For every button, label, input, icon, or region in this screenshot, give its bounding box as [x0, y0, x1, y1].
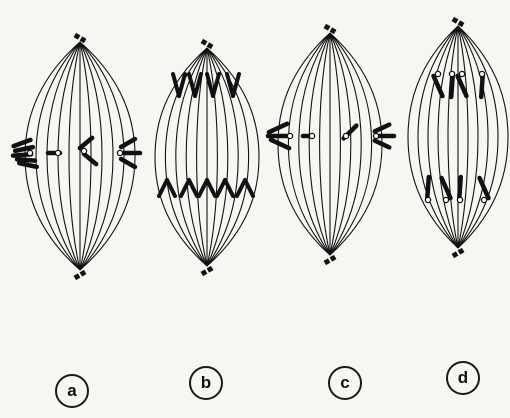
spindle-b — [155, 39, 259, 276]
chromosome-lower-2-arm-1 — [199, 180, 207, 196]
chromosome-lower-2-arm-2 — [207, 180, 215, 196]
centriole-block — [452, 17, 459, 24]
chromosome-arm — [19, 163, 37, 167]
centromere — [55, 150, 60, 155]
pole-top-centriole — [452, 17, 465, 27]
spindle-fiber — [458, 26, 488, 248]
chromosome-lower-1-arm-2 — [189, 180, 197, 196]
spindle-fiber — [458, 26, 468, 248]
spindle-fiber — [207, 48, 238, 266]
chromosome-arm — [271, 140, 289, 148]
chromosome-arm — [269, 124, 287, 132]
chromosome-lower — [459, 177, 461, 199]
chromosome-upper-2-arm-2 — [213, 74, 219, 96]
centriole-block — [207, 266, 214, 273]
spindle-fiber — [278, 33, 330, 255]
centriole-block — [80, 270, 87, 277]
spindle-fiber — [47, 42, 80, 270]
spindle-fiber — [299, 33, 330, 255]
spindle-fiber — [207, 48, 259, 266]
centromere — [449, 71, 454, 76]
spindle-fiber — [320, 33, 330, 255]
chromosome-lower-4-arm-1 — [237, 180, 245, 196]
centromere — [309, 133, 314, 138]
chromosome-arm — [14, 140, 31, 146]
chromosome — [84, 154, 96, 164]
centromere — [287, 133, 292, 138]
centriole-block — [201, 39, 208, 46]
chromosome-lower-3-arm-1 — [217, 180, 225, 196]
spindle-fiber — [448, 26, 458, 248]
spindle-fiber — [69, 42, 80, 270]
centriole-block — [201, 269, 208, 276]
centriole-block — [74, 273, 81, 280]
pole-top-centriole — [324, 24, 337, 34]
spindle-fiber — [330, 33, 361, 255]
chromosome-upper — [481, 75, 483, 97]
centromere — [479, 71, 484, 76]
centriole-block — [324, 24, 331, 31]
centromere — [457, 197, 462, 202]
spindle-a — [13, 33, 140, 280]
spindle-fiber — [330, 33, 340, 255]
spindle-fiber — [408, 26, 458, 248]
chromosome-lower — [427, 177, 429, 199]
centromere — [27, 150, 32, 155]
centromere — [81, 148, 86, 153]
centromere — [117, 150, 122, 155]
chromosome-arm — [121, 159, 135, 167]
centromere — [459, 71, 464, 76]
pole-top-centriole — [74, 33, 87, 43]
centriole-block — [74, 33, 81, 40]
pole-bottom-centriole — [324, 255, 337, 265]
pole-bottom-centriole — [452, 248, 465, 258]
chromosome — [80, 138, 92, 148]
chromosome-arm — [375, 125, 390, 132]
panel-label-b: b — [189, 366, 223, 400]
centromere — [481, 197, 486, 202]
centriole-block — [452, 251, 459, 258]
centromere — [373, 133, 378, 138]
centromere — [443, 197, 448, 202]
chromosome-arm — [375, 141, 390, 148]
spindle-d — [408, 17, 508, 258]
panel-label-d: d — [446, 361, 480, 395]
pole-bottom-centriole — [201, 266, 214, 276]
panel-label-c: c — [328, 366, 362, 400]
spindle-c — [268, 24, 394, 265]
spindle-fiber — [458, 26, 508, 248]
pole-top-centriole — [201, 39, 214, 49]
spindle-fiber — [330, 33, 382, 255]
chromosome-arm — [17, 159, 35, 160]
centromere — [425, 197, 430, 202]
spindle-fiber — [25, 42, 80, 270]
panel-label-a: a — [55, 374, 89, 408]
centriole-block — [324, 258, 331, 265]
chromosome-upper — [451, 75, 453, 97]
pole-bottom-centriole — [74, 270, 87, 280]
chromosome-lower-0-arm-1 — [159, 180, 167, 196]
centromere — [343, 133, 348, 138]
centriole-block — [458, 248, 465, 255]
centriole-block — [330, 255, 337, 262]
spindle-fiber — [428, 26, 458, 248]
centromere — [435, 71, 440, 76]
